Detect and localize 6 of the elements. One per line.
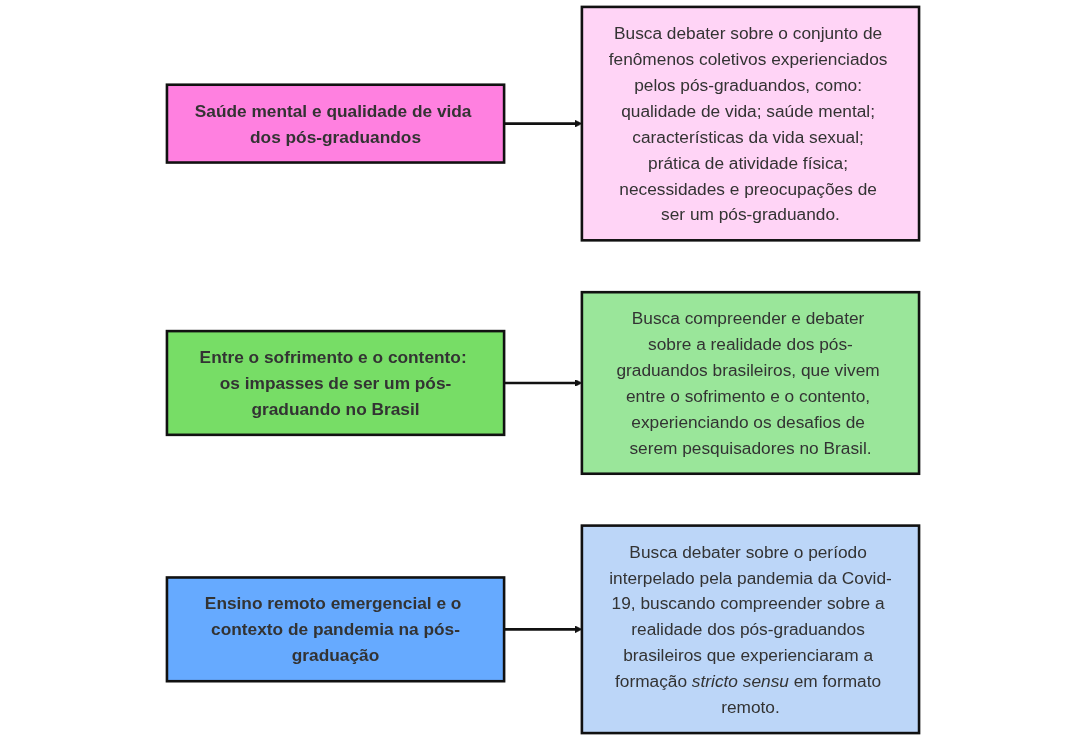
node-box: Saúde mental e qualidade de vida dos pós-graduandos bbox=[165, 83, 506, 164]
node-box: Busca debater sobre o período interpelado pela pandemia da Covid-19, buscando compreender sobre a realidade dos pós-graduandos brasileiros que experienciaram a formação stricto sensu em formato remoto. bbox=[580, 524, 921, 735]
node-box: Busca compreender e debater sobre a realidade dos pós-graduandos brasileiros, que vivem entre o sofrimento e o contento, experienciando os desafios de serem pesquisadores no Brasil. bbox=[580, 290, 921, 476]
node-box: Busca debater sobre o conjunto de fenômenos coletivos experienciados pelos pós-graduandos, como: qualidade de vida; saúde mental; características da vida sexual; prática de atividade física; necessidades e preocupações de ser um pós-graduando. bbox=[580, 5, 921, 242]
node-box: Ensino remoto emergencial e o contexto de pandemia na pós-graduação bbox=[165, 576, 506, 683]
node-box: Entre o sofrimento e o contento: os impasses de ser um pós-graduando no Brasil bbox=[165, 329, 506, 437]
